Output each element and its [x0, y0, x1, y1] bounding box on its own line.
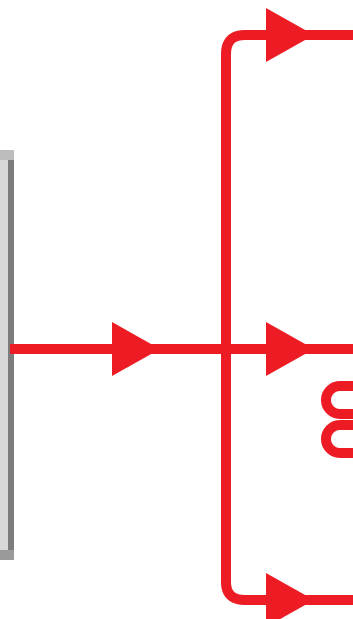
- input-arrowhead: [112, 322, 160, 376]
- device-top-cap: [0, 150, 14, 160]
- bottom-output-arrowhead: [266, 573, 314, 619]
- top-output-arrowhead: [266, 8, 314, 62]
- middle-output-arrowhead: [266, 322, 314, 376]
- upper-loop: [326, 386, 353, 414]
- device-box: [0, 150, 14, 560]
- distribution-bus: [226, 35, 353, 600]
- device-edge-shadow: [8, 160, 14, 550]
- device-face: [0, 160, 8, 550]
- stacked-loops-symbol: [326, 386, 353, 453]
- lower-loop: [326, 425, 353, 453]
